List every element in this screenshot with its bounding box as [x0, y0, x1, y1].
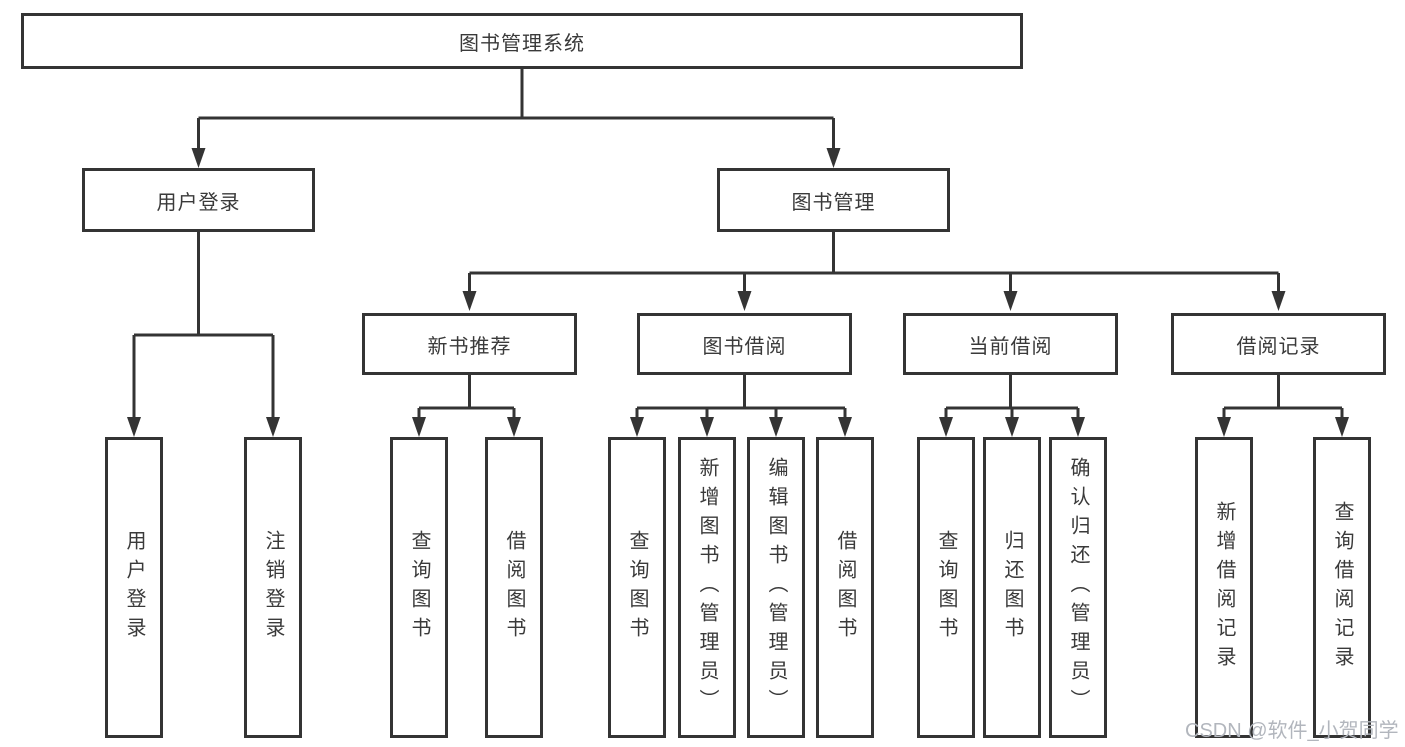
node-book-borrowing: 图书借阅 [637, 313, 852, 375]
leaf-query-books-recommend: 查询图书 [390, 437, 448, 738]
leaf-borrow-books-borrowing: 借阅图书 [816, 437, 874, 738]
node-new-book-recommendation: 新书推荐 [362, 313, 577, 375]
leaf-edit-books-admin: 编辑图书（管理员） [747, 437, 805, 738]
leaf-borrow-books-recommend: 借阅图书 [485, 437, 543, 738]
leaf-user-login: 用户登录 [105, 437, 163, 738]
leaf-return-books: 归还图书 [983, 437, 1041, 738]
node-user-login: 用户登录 [82, 168, 315, 232]
node-current-borrowing: 当前借阅 [903, 313, 1118, 375]
leaf-add-books-admin: 新增图书（管理员） [678, 437, 736, 738]
csdn-watermark: CSDN @软件_小贺同学 [1185, 720, 1399, 742]
leaf-logout: 注销登录 [244, 437, 302, 738]
leaf-query-books-borrowing: 查询图书 [608, 437, 666, 738]
leaf-query-borrow-record: 查询借阅记录 [1313, 437, 1371, 738]
leaf-add-borrow-record: 新增借阅记录 [1195, 437, 1253, 738]
leaf-query-books-current: 查询图书 [917, 437, 975, 738]
node-book-management: 图书管理 [717, 168, 950, 232]
leaf-confirm-return-admin: 确认归还（管理员） [1049, 437, 1107, 738]
node-borrowing-records: 借阅记录 [1171, 313, 1386, 375]
node-library-management-system: 图书管理系统 [21, 13, 1023, 69]
